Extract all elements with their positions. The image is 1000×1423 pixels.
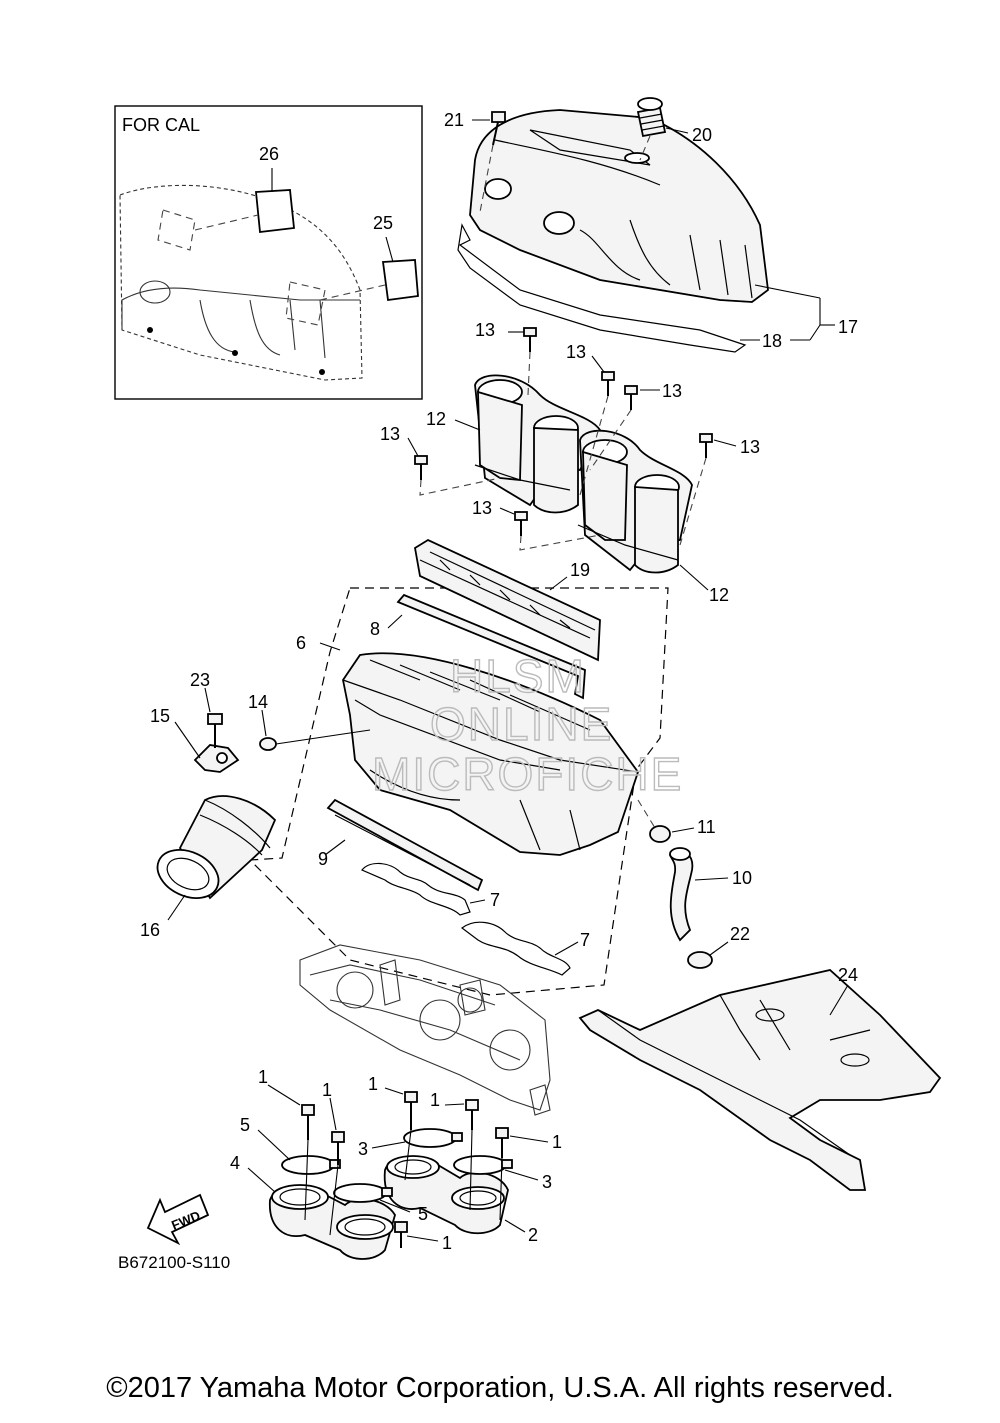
callout-12-b: 12 xyxy=(709,585,729,605)
callout-20: 20 xyxy=(692,125,712,145)
intake-funnel-12-left xyxy=(474,374,602,514)
bolt-13-set xyxy=(414,327,713,551)
seal-9 xyxy=(326,798,484,892)
airbox-case xyxy=(342,652,640,856)
grommet-14 xyxy=(259,729,371,751)
inset-for-cal: FOR CAL 26 25 xyxy=(114,105,423,400)
watermark: HLSM ONLINE MICROFICHE xyxy=(371,649,683,800)
callout-8: 8 xyxy=(370,619,380,639)
gasket-7-lower xyxy=(461,921,571,976)
callout-26: 26 xyxy=(259,144,279,164)
callout-1-a: 1 xyxy=(258,1067,268,1087)
airbox-assembly-outline-6 xyxy=(248,587,669,996)
callout-17: 17 xyxy=(838,317,858,337)
callout-7-b: 7 xyxy=(580,930,590,950)
intake-joint-4 xyxy=(269,1184,396,1260)
hose-clamp-11 xyxy=(637,799,671,843)
bracket-15 xyxy=(193,744,240,773)
callout-6: 6 xyxy=(296,633,306,653)
bolt-23 xyxy=(207,713,223,748)
callout-13-c: 13 xyxy=(662,381,682,401)
hose-10 xyxy=(668,847,694,942)
screws-1 xyxy=(301,1091,509,1248)
callout-13-d: 13 xyxy=(380,424,400,444)
callout-23: 23 xyxy=(190,670,210,690)
callout-1-f: 1 xyxy=(442,1233,452,1253)
callout-5-a: 5 xyxy=(240,1115,250,1135)
callout-1-d: 1 xyxy=(430,1090,440,1110)
intake-funnel-12-right xyxy=(577,429,693,574)
callout-11: 11 xyxy=(697,817,716,837)
callout-3-a: 3 xyxy=(358,1139,368,1159)
hose-clamp-22 xyxy=(687,951,713,969)
gasket-7-upper xyxy=(361,862,471,916)
callout-1-c: 1 xyxy=(368,1074,378,1094)
svg-text:HLSM: HLSM xyxy=(450,650,586,702)
callout-13-b: 13 xyxy=(566,342,586,362)
inset-title: FOR CAL xyxy=(122,115,200,135)
callout-9: 9 xyxy=(318,849,328,869)
diagram-code: B672100-S110 xyxy=(118,1253,230,1272)
callout-5-b: 5 xyxy=(418,1204,428,1224)
callout-18: 18 xyxy=(762,331,782,351)
airbox-lid-19 xyxy=(414,538,601,662)
intake-duct-16 xyxy=(156,795,277,900)
oil-cap-20 xyxy=(636,97,689,161)
callout-25: 25 xyxy=(373,213,393,233)
top-cover-17 xyxy=(457,109,769,353)
hose-bands xyxy=(281,1128,513,1203)
callout-4: 4 xyxy=(230,1153,240,1173)
svg-text:ONLINE: ONLINE xyxy=(430,698,613,750)
throttle-body-assembly xyxy=(299,944,551,1116)
callout-15: 15 xyxy=(150,706,170,726)
callout-7-a: 7 xyxy=(490,890,500,910)
callout-2: 2 xyxy=(528,1225,538,1245)
heat-shield-24 xyxy=(578,969,942,1191)
callout-16: 16 xyxy=(140,920,160,940)
label-sticker-26 xyxy=(255,189,295,234)
bolt-21 xyxy=(472,111,506,213)
copyright-notice: ©2017 Yamaha Motor Corporation, U.S.A. A… xyxy=(106,1372,894,1404)
callout-3-b: 3 xyxy=(542,1172,552,1192)
intake-joint-2 xyxy=(383,1155,509,1235)
callout-14: 14 xyxy=(248,692,268,712)
callout-13-e: 13 xyxy=(740,437,760,457)
callout-13-a: 13 xyxy=(475,320,495,340)
callout-13-f: 13 xyxy=(472,498,492,518)
callout-10: 10 xyxy=(732,868,752,888)
label-sticker-25 xyxy=(381,259,419,302)
svg-text:MICROFICHE: MICROFICHE xyxy=(372,748,683,800)
callout-19: 19 xyxy=(570,560,590,580)
callout-1-b: 1 xyxy=(322,1080,332,1100)
callout-1-e: 1 xyxy=(552,1132,562,1152)
callout-12-a: 12 xyxy=(426,409,446,429)
callout-21: 21 xyxy=(444,110,464,130)
seal-8 xyxy=(396,593,586,700)
fwd-arrow-icon: FWD xyxy=(146,1193,210,1246)
callout-24: 24 xyxy=(838,965,858,985)
callout-22: 22 xyxy=(730,924,750,944)
